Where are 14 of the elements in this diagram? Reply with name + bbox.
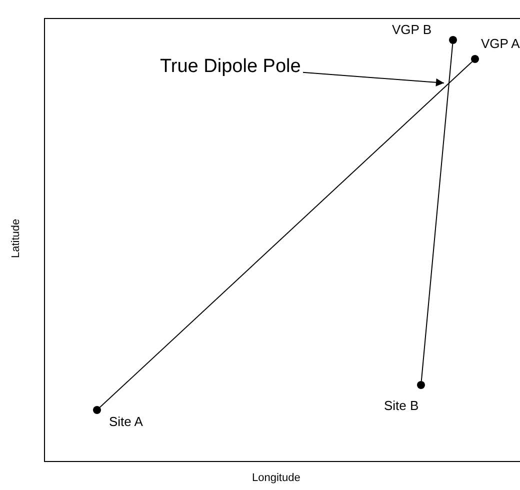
data-point xyxy=(93,406,101,414)
point-label: VGP B xyxy=(392,22,432,37)
point-label: VGP A xyxy=(481,36,520,51)
callout-text: True Dipole Pole xyxy=(160,56,301,78)
connecting-line xyxy=(99,61,473,408)
leader-line xyxy=(302,72,444,86)
axis-label: Latitude xyxy=(10,218,22,258)
connecting-line xyxy=(420,43,454,382)
data-point xyxy=(449,36,457,44)
data-point xyxy=(417,381,425,389)
data-point xyxy=(471,55,479,63)
axis-label: Longitude xyxy=(252,472,300,484)
point-label: Site B xyxy=(384,398,419,413)
point-label: Site A xyxy=(109,414,143,429)
